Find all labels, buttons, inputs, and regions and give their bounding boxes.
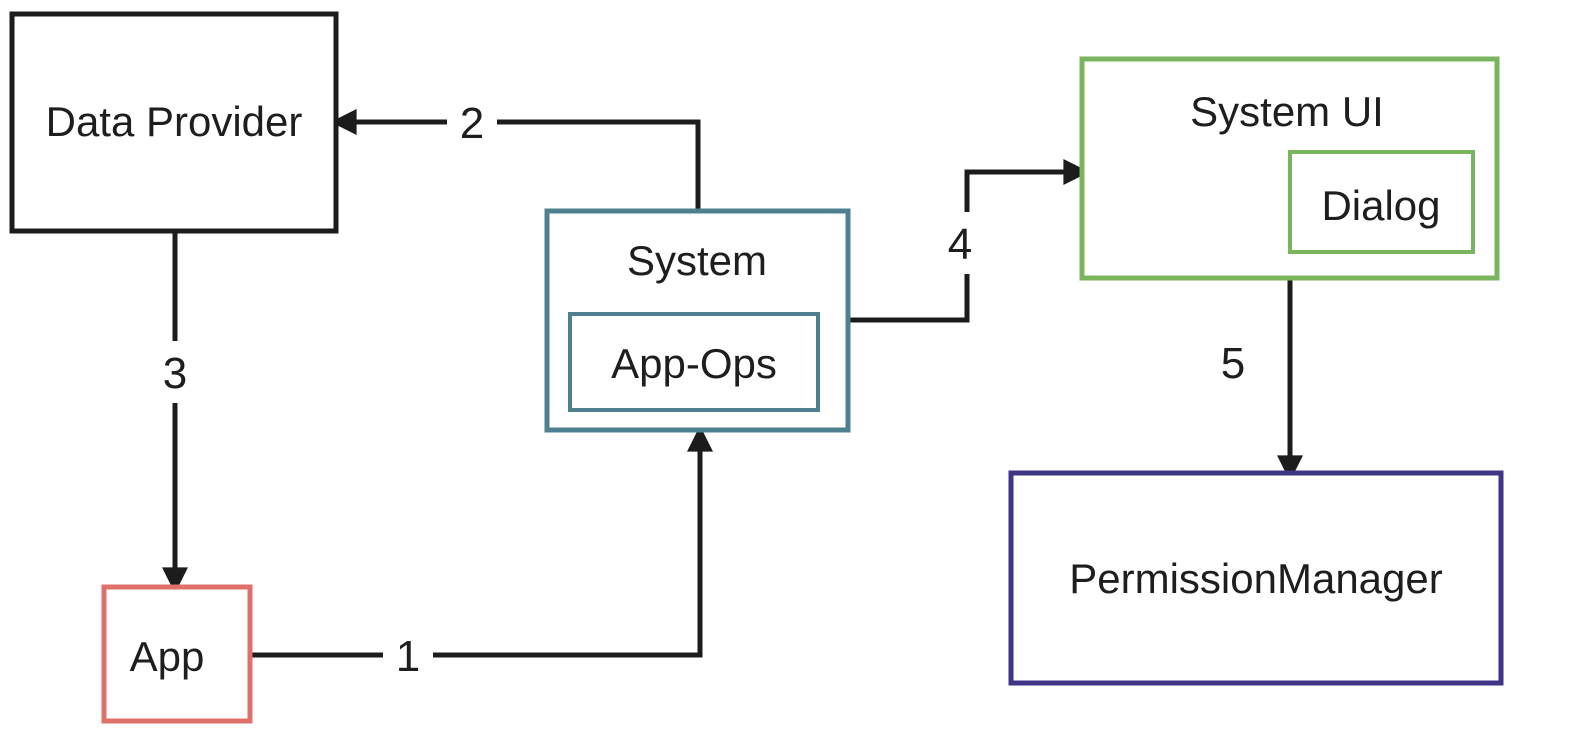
permission-manager-box: PermissionManager	[1008, 470, 1504, 686]
arrow-1-label: 1	[396, 632, 420, 681]
arrow-2-line	[330, 109, 701, 211]
system-ui-box: System UI Dialog	[1079, 56, 1500, 281]
app-label: App	[130, 633, 205, 680]
arrow-5-label: 5	[1221, 339, 1245, 388]
arrow-1: 1	[250, 425, 713, 686]
permission-manager-rect	[1008, 470, 1504, 686]
arrow-1-line	[250, 425, 713, 658]
arrow-4-label: 4	[948, 220, 972, 269]
permission-manager-label: PermissionManager	[1069, 555, 1443, 602]
arrow-2: 2	[330, 91, 701, 211]
app-ops-rect	[568, 312, 820, 412]
dialog-rect	[1288, 150, 1475, 254]
arrow-2-label: 2	[460, 99, 484, 148]
dialog-box: Dialog	[1288, 150, 1475, 254]
app-box: App	[101, 584, 253, 724]
app-ops-box: App-Ops	[568, 312, 820, 412]
arrow-5: 5	[1221, 278, 1303, 482]
arrow-3-label-bg	[150, 341, 200, 403]
data-provider-box: Data Provider	[9, 11, 339, 234]
system-label: System	[627, 237, 767, 284]
app-ops-label: App-Ops	[611, 340, 777, 387]
arrow-3-label: 3	[163, 349, 187, 398]
data-provider-label: Data Provider	[46, 98, 303, 145]
app-rect	[101, 584, 253, 724]
arrow-4: 4	[848, 159, 1090, 323]
dialog-label: Dialog	[1321, 182, 1440, 229]
system-box: System App-Ops	[544, 208, 851, 433]
arrow-3: 3	[150, 232, 200, 594]
arrow-4-label-bg	[935, 212, 985, 274]
arrow-2-label-bg	[447, 91, 497, 153]
data-provider-rect	[9, 11, 339, 234]
arrow-1-label-bg	[383, 624, 433, 686]
system-ui-label: System UI	[1190, 88, 1384, 135]
